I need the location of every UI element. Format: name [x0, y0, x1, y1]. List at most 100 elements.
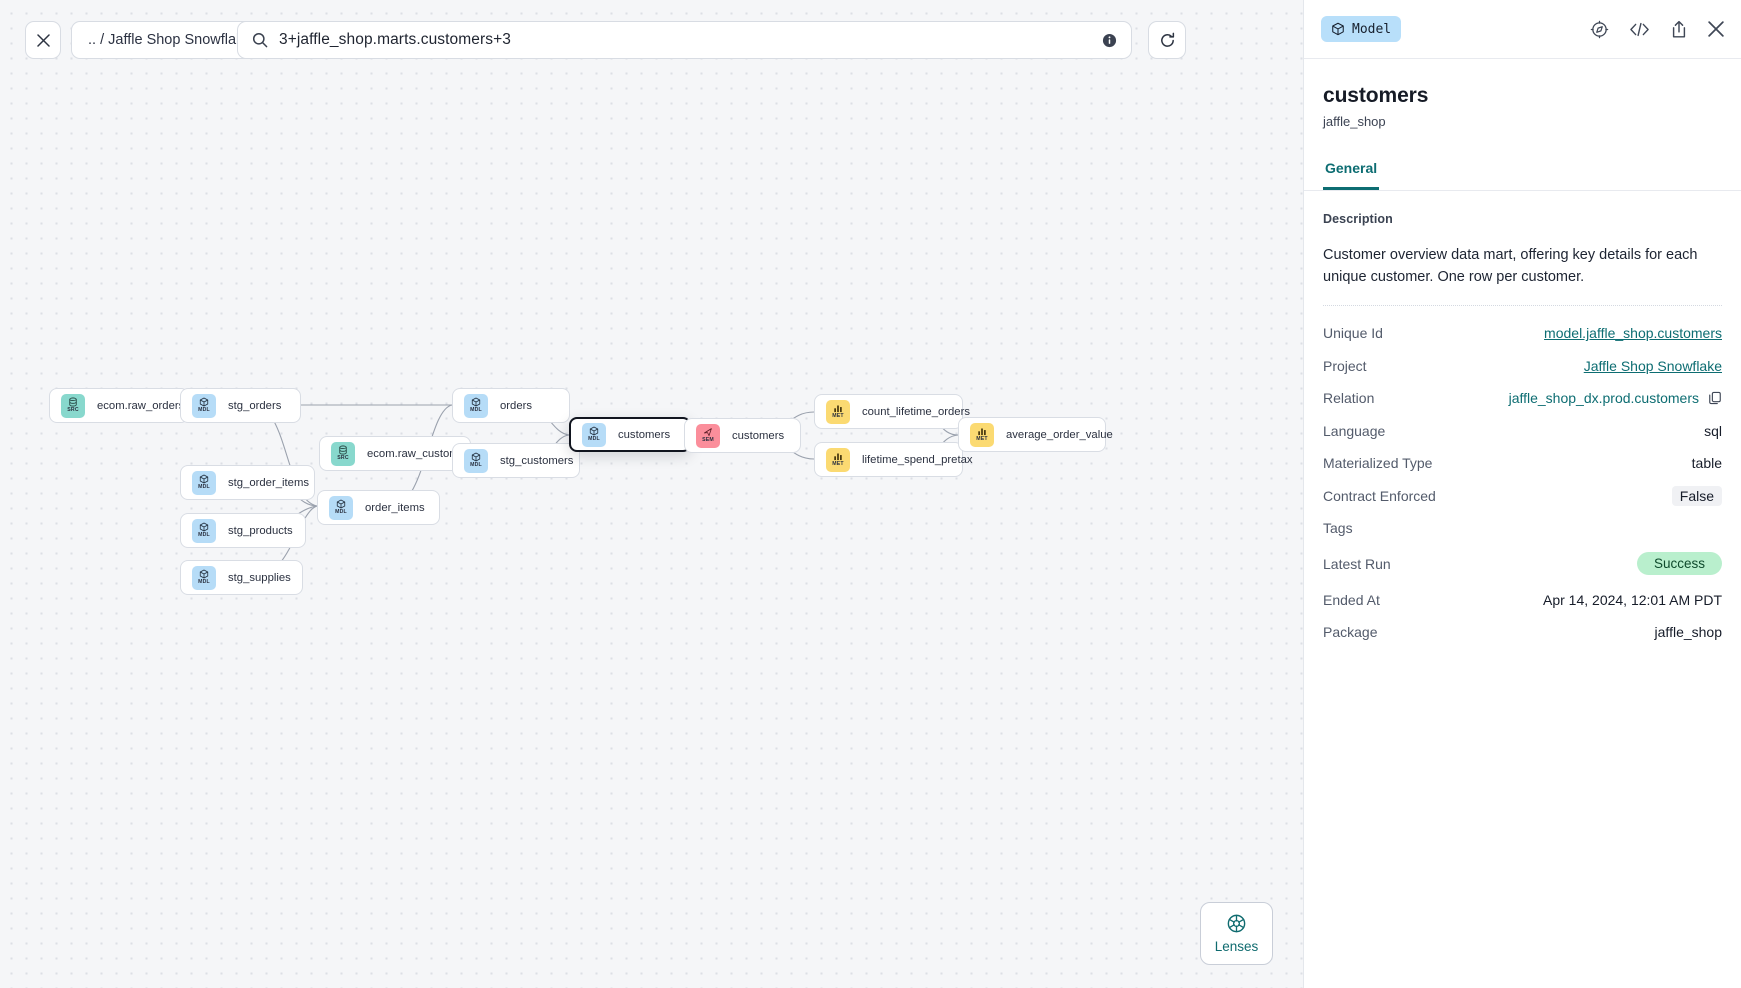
panel-tabs: General [1304, 154, 1741, 191]
detail-value: sql [1704, 422, 1722, 439]
node-type-badge-met-icon: MET [826, 447, 850, 472]
detail-key: Ended At [1323, 591, 1380, 608]
node-label: stg_orders [228, 399, 282, 412]
detail-key: Project [1323, 357, 1367, 374]
code-icon[interactable] [1629, 21, 1650, 38]
divider [1323, 304, 1722, 306]
node-type-badge-label: MDL [198, 407, 210, 414]
node-label: stg_order_items [228, 476, 309, 489]
detail-key: Unique Id [1323, 325, 1383, 342]
search-icon [252, 32, 268, 48]
lineage-node-stg_orders[interactable]: MDL stg_orders [180, 388, 301, 423]
detail-key: Package [1323, 624, 1378, 641]
detail-value-link[interactable]: Jaffle Shop Snowflake [1583, 357, 1722, 374]
detail-row: Contract Enforced False [1323, 479, 1722, 512]
node-type-badge-label: SRC [67, 407, 79, 414]
page-title: customers [1323, 84, 1429, 107]
resource-type-badge[interactable]: Model [1321, 16, 1402, 42]
breadcrumb-label: .. / Jaffle Shop Snowflake [88, 32, 252, 48]
close-icon [36, 33, 50, 47]
lineage-node-stg_customers[interactable]: MDL stg_customers [452, 443, 580, 478]
detail-key: Materialized Type [1323, 455, 1433, 472]
node-label: orders [500, 399, 533, 412]
detail-value-link[interactable]: model.jaffle_shop.customers [1544, 325, 1722, 342]
breadcrumb-button[interactable]: .. / Jaffle Shop Snowflake [71, 21, 269, 59]
lenses-label: Lenses [1214, 939, 1259, 954]
close-lineage-button[interactable] [25, 21, 61, 59]
panel-body: Description Customer overview data mart,… [1304, 191, 1741, 648]
resource-type-label: Model [1352, 21, 1392, 37]
lineage-node-orders[interactable]: MDL orders [452, 388, 570, 423]
refresh-icon [1160, 32, 1174, 47]
lineage-node-ecom_raw_orders[interactable]: SRC ecom.raw_orders [49, 388, 189, 423]
refresh-button[interactable] [1148, 21, 1186, 59]
node-type-badge-label: MDL [198, 579, 210, 586]
detail-key: Tags [1323, 520, 1353, 537]
lenses-button[interactable]: Lenses [1200, 902, 1273, 965]
detail-row: Tags [1323, 512, 1722, 545]
detail-key: Contract Enforced [1323, 487, 1436, 504]
detail-row: Unique Id model.jaffle_shop.customers [1323, 317, 1722, 350]
detail-key: Latest Run [1323, 555, 1391, 572]
detail-value: table [1691, 455, 1722, 472]
node-type-badge-met-icon: MET [826, 399, 850, 424]
search-input[interactable]: 3+jaffle_shop.marts.customers+3 [279, 31, 511, 48]
detail-key: Language [1323, 422, 1386, 439]
node-type-badge-label: SEM [702, 437, 714, 444]
lineage-node-lifetime_spend_pretax[interactable]: MET lifetime_spend_pretax [814, 442, 973, 477]
node-type-badge-met-icon: MET [970, 422, 994, 447]
lineage-node-stg_order_items[interactable]: MDL stg_order_items [180, 465, 315, 500]
node-label: ecom.raw_orders [97, 399, 185, 412]
node-type-badge-label: MDL [198, 484, 210, 491]
description-text: Customer overview data mart, offering ke… [1323, 247, 1698, 286]
node-type-badge-label: MET [832, 461, 844, 468]
node-type-badge-label: MET [976, 436, 988, 443]
compass-icon[interactable] [1590, 20, 1609, 39]
node-label: customers [618, 428, 671, 441]
node-type-badge-label: SRC [337, 455, 349, 462]
node-type-badge-src-icon: SRC [331, 441, 355, 466]
node-type-badge-mdl-icon: MDL [192, 393, 216, 418]
node-type-badge-sem-icon: SEM [696, 423, 720, 448]
panel-header-actions [1590, 20, 1724, 39]
description-label: Description [1323, 212, 1393, 226]
detail-row: Language sql [1323, 414, 1722, 447]
node-type-badge-mdl-icon: MDL [192, 518, 216, 543]
node-label: lifetime_spend_pretax [862, 453, 973, 466]
info-icon[interactable] [1102, 33, 1117, 48]
detail-value-relation[interactable]: jaffle_shop_dx.prod.customers [1508, 390, 1699, 407]
tab-general[interactable]: General [1323, 154, 1380, 190]
node-label: stg_products [228, 524, 293, 537]
lineage-node-stg_products[interactable]: MDL stg_products [180, 513, 306, 548]
node-label: stg_customers [500, 454, 574, 467]
node-type-badge-label: MDL [335, 509, 347, 516]
lineage-search-box[interactable]: 3+jaffle_shop.marts.customers+3 [237, 21, 1132, 59]
node-type-badge-mdl-icon: MDL [464, 393, 488, 418]
node-type-badge-mdl-icon: MDL [192, 470, 216, 495]
node-type-badge-mdl-icon: MDL [192, 565, 216, 590]
detail-key: Relation [1323, 390, 1375, 407]
detail-value: jaffle_shop [1654, 624, 1722, 641]
close-icon[interactable] [1708, 21, 1724, 37]
detail-value-chip: False [1671, 485, 1722, 506]
share-icon[interactable] [1670, 20, 1688, 39]
copy-icon[interactable] [1708, 391, 1722, 405]
detail-row: Relation jaffle_shop_dx.prod.customers [1323, 382, 1722, 415]
node-type-badge-label: MDL [470, 462, 482, 469]
node-type-badge-label: MET [832, 413, 844, 420]
panel-subtitle: jaffle_shop [1323, 114, 1386, 129]
detail-row: Latest Run Success [1323, 544, 1722, 583]
detail-row: Project Jaffle Shop Snowflake [1323, 349, 1722, 382]
cube-icon [1332, 22, 1344, 36]
node-type-badge-label: MDL [198, 532, 210, 539]
status-badge: Success [1636, 552, 1722, 576]
